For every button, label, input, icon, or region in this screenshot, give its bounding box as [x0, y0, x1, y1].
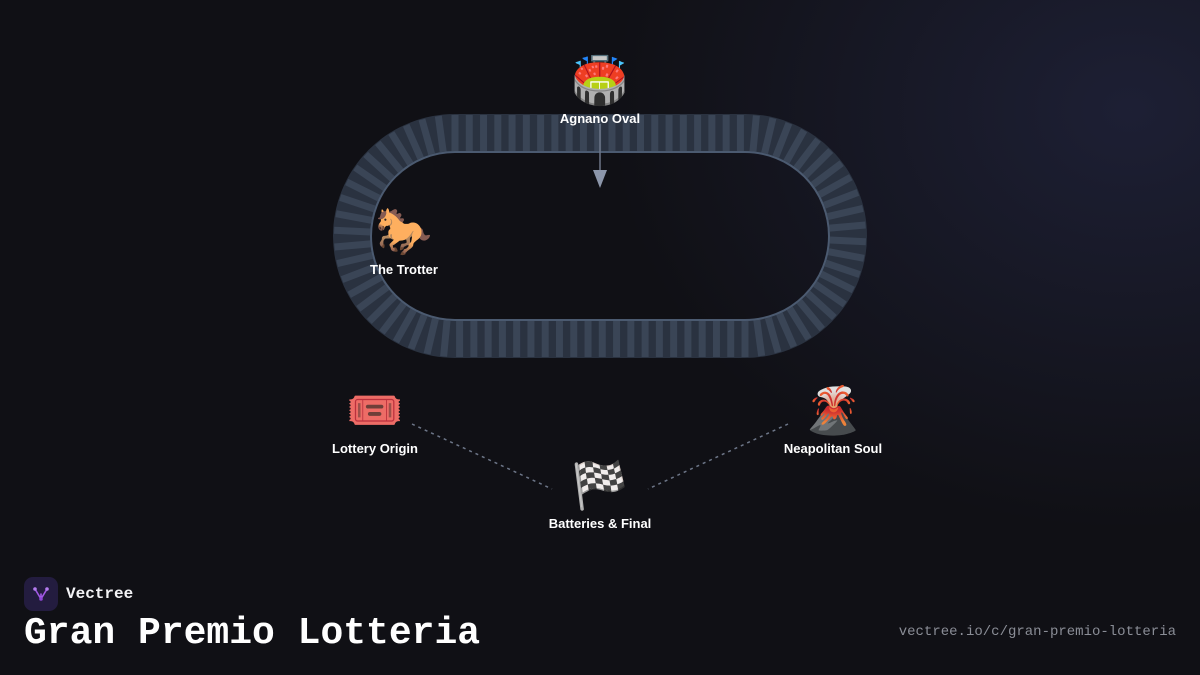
- track-tie: [335, 210, 373, 224]
- brand-name: Vectree: [66, 585, 134, 603]
- track-tie: [823, 189, 860, 209]
- track-tie: [392, 308, 417, 344]
- edge-neapolitan-soul-to-batteries-final: [647, 423, 789, 490]
- arrowhead-icon: [593, 170, 607, 188]
- track-tie: [334, 240, 371, 251]
- node-agnano-oval[interactable]: 🏟️ Agnano Oval: [560, 55, 640, 126]
- node-label: Lottery Origin: [332, 441, 418, 456]
- track-tie: [827, 248, 865, 262]
- stadium-icon: 🏟️: [571, 53, 629, 107]
- checkered-flag-icon: 🏁: [571, 458, 629, 512]
- track-tie: [786, 306, 812, 341]
- track-tie: [810, 160, 844, 188]
- race-track: [333, 114, 867, 358]
- track-tie: [375, 140, 404, 173]
- node-label: Neapolitan Soul: [783, 441, 883, 456]
- track-tie: [440, 320, 451, 357]
- track-tie: [423, 317, 439, 355]
- track-tie: [783, 128, 808, 164]
- track-tie: [366, 293, 398, 324]
- track-tie: [796, 299, 825, 332]
- track-tie: [793, 137, 821, 171]
- track-tie: [345, 178, 381, 202]
- track-tie: [336, 252, 374, 267]
- track-inner-edge: [370, 151, 830, 321]
- brand: Vectree: [24, 577, 133, 611]
- track-tie: [753, 319, 766, 357]
- track-tie: [418, 118, 436, 156]
- track-tie: [761, 117, 777, 155]
- track-tie: [817, 174, 853, 198]
- track-tie: [340, 263, 377, 283]
- track-tie: [826, 205, 864, 220]
- node-batteries-final[interactable]: 🏁 Batteries & Final: [549, 460, 652, 531]
- track-tie: [434, 115, 447, 153]
- node-label: The Trotter: [370, 262, 438, 277]
- track-tie: [339, 194, 376, 213]
- node-the-trotter[interactable]: 🐎 The Trotter: [370, 206, 438, 277]
- track-tie: [805, 290, 837, 321]
- track-tie: [776, 312, 798, 349]
- track-tie: [749, 115, 760, 152]
- track-tie: [363, 151, 395, 182]
- track-tie: [829, 221, 866, 232]
- track-tie: [829, 236, 867, 246]
- page-url-link[interactable]: vectree.io/c/gran-premio-lotteria: [898, 624, 1176, 640]
- track-tie: [379, 301, 407, 335]
- track-tie: [353, 164, 387, 191]
- node-label: Batteries & Final: [548, 516, 652, 531]
- track-tie: [772, 121, 793, 159]
- track-tie: [347, 274, 383, 298]
- track-tie: [356, 284, 390, 312]
- track-tie: [813, 281, 847, 308]
- node-neapolitan-soul[interactable]: 🌋 Neapolitan Soul: [784, 385, 882, 456]
- node-lottery-origin[interactable]: 🎟️ Lottery Origin: [332, 385, 418, 456]
- track-ties: [333, 115, 867, 358]
- page-title: Gran Premio Lotteria: [24, 612, 481, 655]
- vectree-logo-icon: [24, 577, 58, 611]
- edge-lottery-origin-to-batteries-final: [411, 423, 553, 490]
- track-tie: [333, 226, 371, 236]
- volcano-icon: 🌋: [804, 383, 862, 437]
- track-tie: [388, 131, 414, 166]
- track-tie: [764, 316, 782, 354]
- horse-icon: 🐎: [375, 204, 433, 258]
- track-tie: [402, 123, 424, 160]
- ticket-icon: 🎟️: [346, 383, 404, 437]
- track-tie: [802, 148, 834, 179]
- connectors: [411, 124, 789, 490]
- node-label: Agnano Oval: [559, 111, 641, 126]
- vectree-tree-icon: [33, 587, 49, 601]
- track-tie: [824, 259, 861, 278]
- track-tie: [407, 313, 428, 351]
- track-tie: [819, 270, 855, 294]
